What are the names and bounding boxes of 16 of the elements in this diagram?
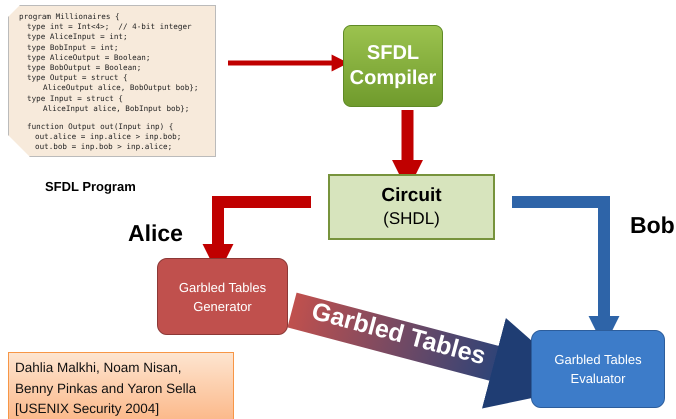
box-label: Garbled Tables Generator <box>178 278 268 316</box>
generator-box <box>157 258 288 335</box>
box-label: SFDL Compiler <box>348 41 438 91</box>
box-title: Circuit <box>381 185 442 207</box>
circuit-box <box>328 174 495 240</box>
box-label: Garbled Tables Evaluator <box>553 351 643 388</box>
citation-box <box>8 352 234 419</box>
compiler-box <box>343 25 443 107</box>
evaluator-box <box>531 330 665 408</box>
edge-label: Garbled Tables <box>308 297 489 372</box>
code-listing <box>8 5 216 157</box>
box-subtitle: (SHDL) <box>383 209 440 229</box>
edge-label: Bob <box>630 212 675 239</box>
edge-label: Alice <box>128 220 183 247</box>
citation-text: Dahlia Malkhi, Noam Nisan, Benny Pinkas and Yaron Sella [USENIX Security 2004] <box>15 359 198 418</box>
program-label: SFDL Program <box>45 179 136 194</box>
